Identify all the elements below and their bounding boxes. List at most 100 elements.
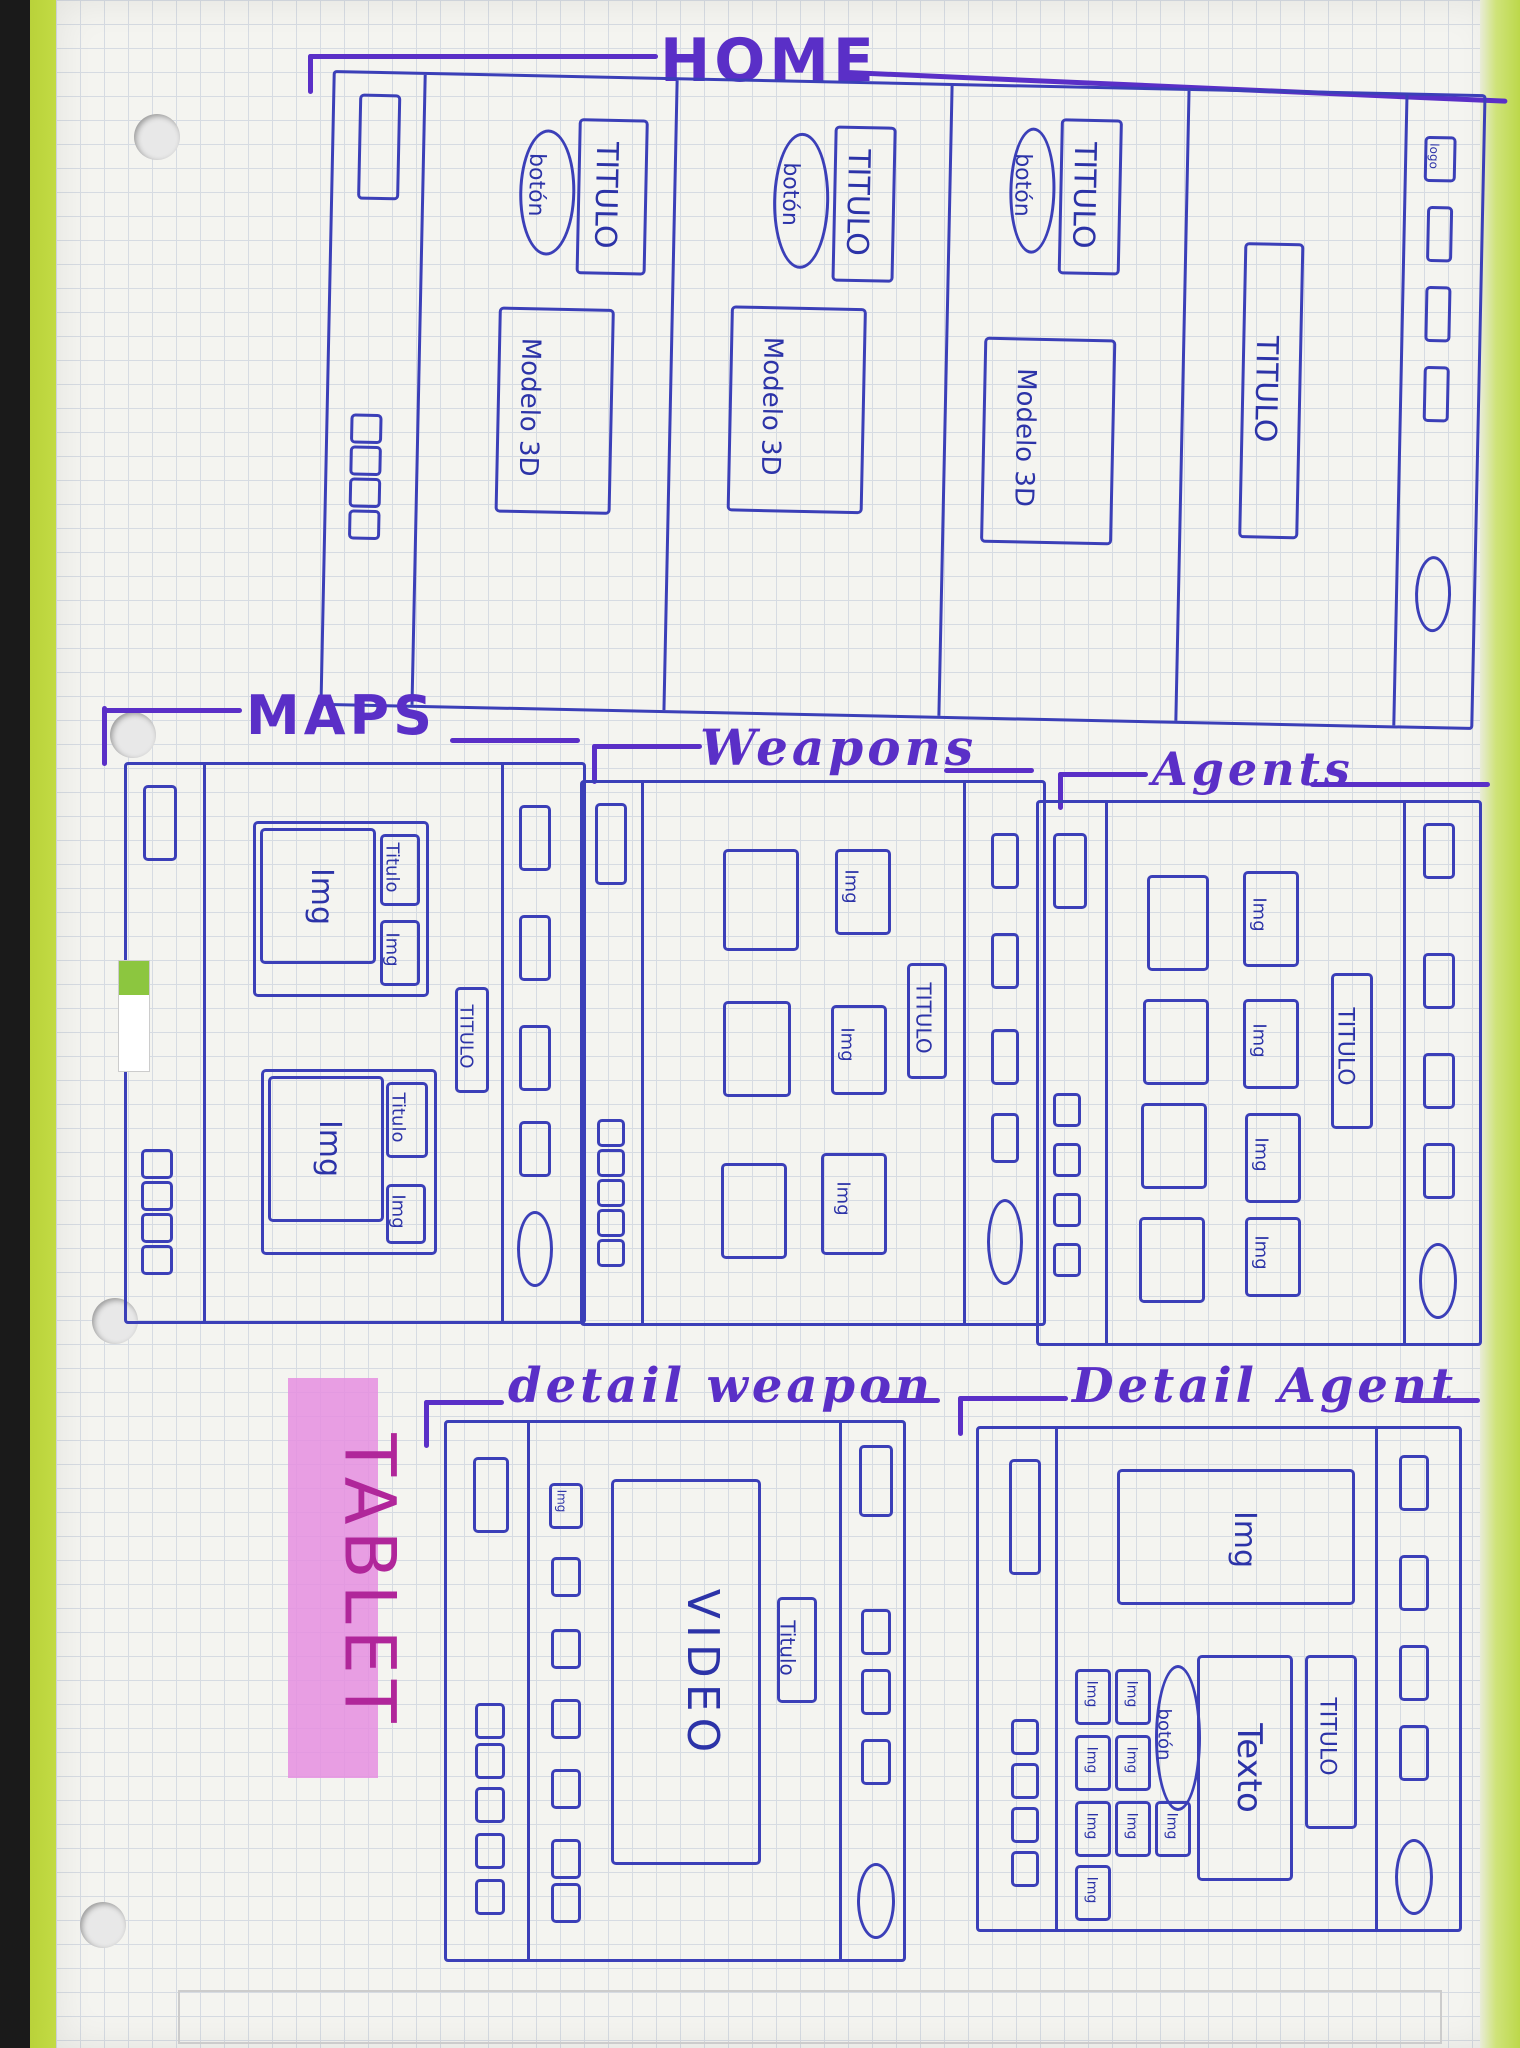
detail-agent-title: TITULO <box>1305 1655 1357 1829</box>
home-nav-item[interactable] <box>1424 285 1452 343</box>
agents-sidebar-box <box>1053 833 1087 909</box>
detail-weapon-sidebar-square <box>475 1879 505 1915</box>
brand-logo <box>118 960 150 1072</box>
detail-weapon-heading-rule <box>424 1400 504 1405</box>
agents-nav-item[interactable] <box>1423 953 1455 1009</box>
detail-weapon-nav-item[interactable] <box>861 1669 891 1715</box>
img-label: Img <box>1123 1746 1140 1774</box>
img-label: Img <box>1248 897 1270 932</box>
home-section3-button[interactable]: botón <box>1008 127 1057 255</box>
weapons-sidebar-square <box>597 1239 625 1267</box>
maps-nav-item[interactable] <box>519 1025 551 1091</box>
weapons-nav-item[interactable] <box>991 933 1019 989</box>
weapons-card[interactable] <box>723 1001 791 1097</box>
detail-weapon-nav-toggle[interactable] <box>857 1863 895 1939</box>
agents-nav-item[interactable] <box>1423 1143 1455 1199</box>
detail-agent-thumb: Img <box>1115 1801 1151 1857</box>
maps-sidebar-divider <box>203 765 206 1321</box>
maps-nav-item[interactable] <box>519 1121 551 1177</box>
detail-agent-nav-item[interactable] <box>1399 1555 1429 1611</box>
weapons-nav-item[interactable] <box>991 833 1019 889</box>
agents-sidebar-divider <box>1105 803 1108 1343</box>
weapons-nav-item[interactable] <box>991 1029 1019 1085</box>
detail-agent-nav-item[interactable] <box>1399 1725 1429 1781</box>
tablet-annotation: TABLET <box>328 1433 411 1729</box>
agents-nav-toggle[interactable] <box>1419 1243 1457 1319</box>
home-nav-divider <box>1392 95 1409 726</box>
maps-nav-item[interactable] <box>519 805 551 871</box>
home-section1-title: TITULO <box>575 118 649 276</box>
weapons-nav-toggle[interactable] <box>987 1199 1023 1285</box>
detail-weapon-sidebar-square <box>475 1703 505 1739</box>
weapons-heading: Weapons <box>700 718 978 777</box>
img-label: Img <box>840 869 862 904</box>
home-sidebar-divider <box>410 74 427 705</box>
detail-agent-heading-tick <box>958 1396 963 1436</box>
weapons-sidebar-box <box>595 803 627 885</box>
home-section1-button[interactable]: botón <box>517 128 577 257</box>
title-label: TITULO <box>911 982 936 1054</box>
detail-weapon-nav-item[interactable] <box>859 1445 893 1517</box>
detail-agent-nav-item[interactable] <box>1399 1455 1429 1511</box>
title-label: TITULO <box>455 1004 477 1069</box>
agents-heading-rule-right <box>1310 782 1490 787</box>
maps-card[interactable]: Img Titulo Img <box>261 1069 437 1255</box>
home-col-divider <box>1174 90 1191 721</box>
text-label: Texto <box>1228 1723 1269 1813</box>
home-nav-toggle[interactable] <box>1414 555 1452 633</box>
weapons-nav-item[interactable] <box>991 1113 1019 1163</box>
weapons-thumb: Img <box>835 849 891 935</box>
agents-thumb: Img <box>1243 871 1299 967</box>
detail-agent-thumb: Img <box>1075 1865 1111 1921</box>
button-label: botón <box>1009 152 1036 217</box>
agents-title: TITULO <box>1331 973 1373 1129</box>
weapons-sidebar-square <box>597 1119 625 1147</box>
detail-agent-sidebar-box <box>1009 1459 1041 1575</box>
detail-agent-sidebar-divider <box>1055 1429 1058 1929</box>
detail-agent-nav-divider <box>1375 1429 1378 1929</box>
agents-sidebar-square <box>1053 1093 1081 1127</box>
img-label: Img <box>1083 1746 1100 1774</box>
detail-weapon-thumb <box>551 1839 581 1879</box>
detail-weapon-nav-item[interactable] <box>861 1739 891 1785</box>
agents-card[interactable] <box>1143 999 1209 1085</box>
weapons-card[interactable] <box>723 849 799 951</box>
weapons-card[interactable] <box>721 1163 787 1259</box>
home-nav-item[interactable] <box>1422 365 1450 423</box>
maps-nav-item[interactable] <box>519 915 551 981</box>
detail-weapon-thumb <box>551 1557 581 1597</box>
detail-agent-nav-toggle[interactable] <box>1395 1839 1433 1915</box>
model-label: Modelo 3D <box>754 336 788 476</box>
home-section2-button[interactable]: botón <box>771 132 831 270</box>
img-label: Img <box>1083 1680 1100 1708</box>
detail-weapon-video[interactable]: VIDEO <box>611 1479 761 1865</box>
maps-title: TITULO <box>455 987 489 1093</box>
home-nav-logo[interactable]: logo <box>1423 135 1457 183</box>
detail-weapon-nav-divider <box>839 1423 842 1959</box>
maps-heading-tick <box>102 706 107 766</box>
home-sidebar-square <box>349 413 383 445</box>
detail-weapon-thumb <box>551 1883 581 1923</box>
agents-card[interactable] <box>1147 875 1209 971</box>
detail-weapon-nav-item[interactable] <box>861 1609 891 1655</box>
agents-card[interactable] <box>1141 1103 1207 1189</box>
maps-nav-toggle[interactable] <box>517 1211 553 1287</box>
title-label: TITULO <box>838 148 877 257</box>
detail-weapon-title: Titulo <box>776 1597 817 1703</box>
detail-agent-nav-item[interactable] <box>1399 1645 1429 1701</box>
home-section2-title: TITULO <box>831 125 897 283</box>
agents-nav-item[interactable] <box>1423 1053 1455 1109</box>
img-label: Img <box>1227 1510 1263 1569</box>
detail-agent-sidebar-square <box>1011 1807 1039 1843</box>
home-section2-model: Modelo 3D <box>726 305 867 515</box>
home-nav-item[interactable] <box>1426 205 1454 263</box>
model-label: Modelo 3D <box>1008 367 1042 508</box>
brand-logo-mark <box>119 961 149 995</box>
highlighter-stroke <box>288 1378 378 1778</box>
detail-agent-button[interactable]: botón <box>1153 1665 1201 1811</box>
agents-card[interactable] <box>1139 1217 1205 1303</box>
weapons-nav-divider <box>963 783 966 1323</box>
maps-card[interactable]: Img Titulo Img <box>253 821 429 997</box>
img-label: Img <box>1250 1235 1272 1270</box>
agents-nav-item[interactable] <box>1423 823 1455 879</box>
